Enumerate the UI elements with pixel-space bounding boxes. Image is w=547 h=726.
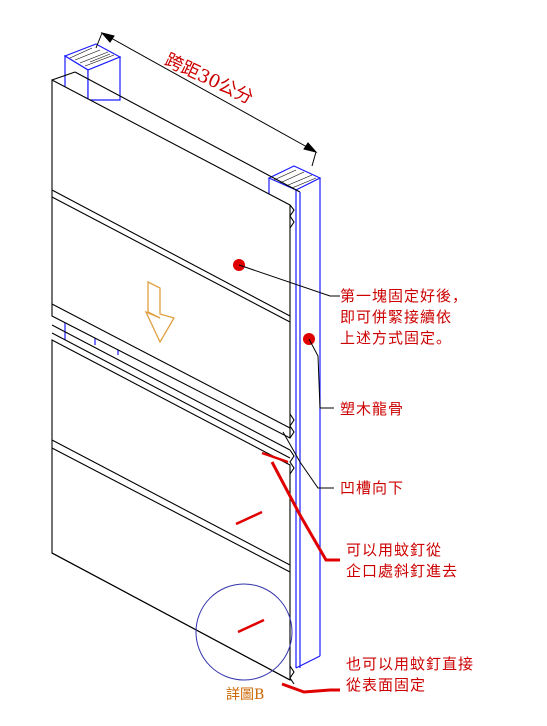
callout-first-board-line3: 上述方式固定。 [340, 329, 453, 347]
callout-groove: 凹槽向下 [340, 479, 405, 497]
callout-nail-face: 也可以用蚊釘直接 從表面固定 [346, 654, 474, 696]
callout-first-board-line1: 第一塊固定好後， [340, 287, 469, 305]
callout-nail-tongue-line2: 企口處斜釘進去 [346, 562, 459, 580]
callout-first-board-line2: 即可併緊接續依 [340, 308, 453, 326]
callout-nail-face-line1: 也可以用蚊釘直接 [346, 655, 475, 673]
lower-board [51, 324, 295, 685]
left-keel [63, 43, 122, 355]
callout-keel: 塑木龍骨 [340, 400, 405, 418]
callout-first-board: 第一塊固定好後， 即可併緊接續依 上述方式固定。 [340, 286, 468, 349]
callout-nail-tongue: 可以用蚊釘從 企口處斜釘進去 [346, 540, 458, 582]
detail-b-circle [195, 583, 293, 681]
right-keel [267, 165, 322, 669]
nail-markers [235, 451, 340, 694]
upper-board [51, 71, 301, 439]
callout-nail-face-line2: 從表面固定 [346, 676, 427, 694]
callout-nail-tongue-line1: 可以用蚊釘從 [346, 541, 443, 559]
down-arrow-icon [144, 280, 175, 344]
leader-lines [238, 264, 340, 489]
span-dimension-line [95, 32, 318, 167]
detail-b-label: 詳圖B [226, 687, 265, 703]
